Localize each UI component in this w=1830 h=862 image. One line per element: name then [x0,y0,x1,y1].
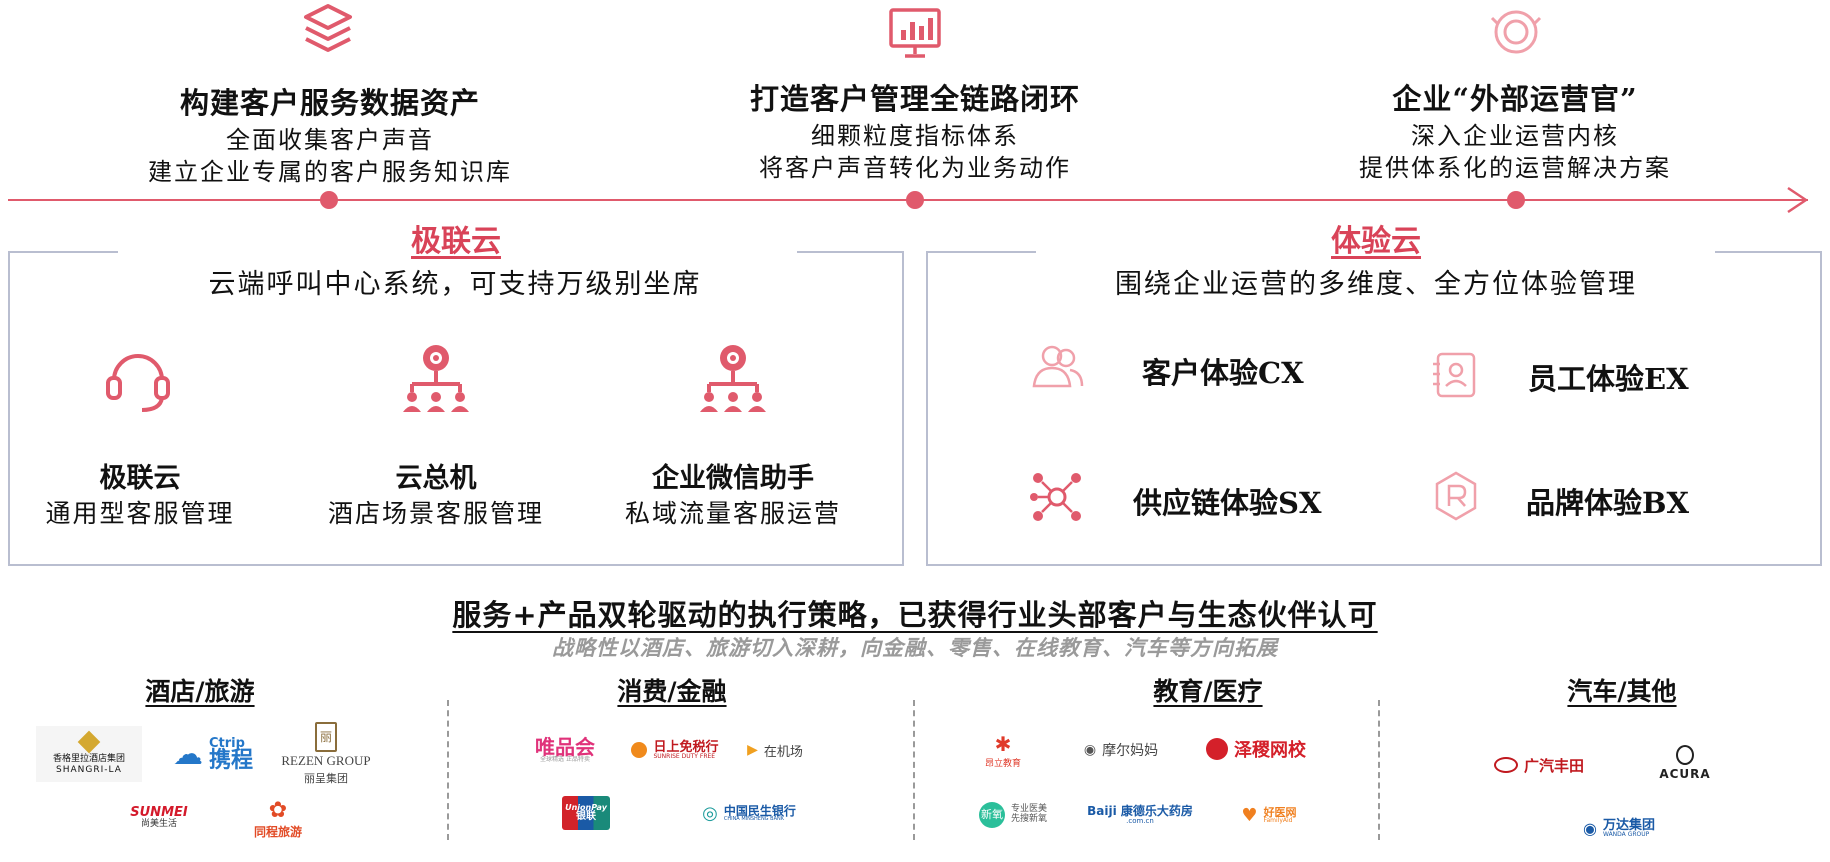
target-icon [1490,10,1542,54]
stage-line: 将客户声音转化为业务动作 [759,154,1071,182]
gac-toyota-logo: 广汽丰田 [1474,752,1604,778]
shangri-la-logo: 香格里拉酒店集团 SHANGRI-LA [36,726,142,782]
vip-logo: 唯品会 全球精选 正品特卖 [535,735,595,763]
panel-border [8,251,118,253]
timeline-dot [1507,191,1525,209]
left-panel [8,251,904,566]
panel-border [1715,251,1822,253]
moer-mama-logo: ◉ 摩尔妈妈 [1083,742,1159,759]
product-desc: 私域流量客服运营 [624,499,841,528]
layers-icon [304,4,352,52]
stage-title: 企业“外部运营官” [1392,82,1638,116]
dashed-divider [447,700,449,840]
brand-r-icon [1435,471,1477,521]
category-title: 酒店/旅游 [145,677,255,706]
zeji-wangxiao-logo: 泽稷网校 [1204,732,1308,766]
zaijichang-logo: ▶ 在机场 [747,742,803,760]
angli-logo: ✱ 昂立教育 [984,731,1021,769]
org-chart-icon [403,345,469,412]
stage-line: 深入企业运营内核 [1411,122,1619,150]
stage-line: 建立企业专属的客户服务知识库 [148,158,512,186]
summary-subtitle: 战略性以酒店、旅游切入深耕，向金融、零售、在线教育、汽车等方向拓展 [552,635,1278,660]
category-title: 消费/金融 [617,677,727,706]
timeline-dot [906,191,924,209]
id-card-icon [1433,352,1476,398]
category-title: 教育/医疗 [1153,677,1263,706]
stage-title: 构建客户服务数据资产 [179,86,480,120]
sunmei-logo: SUNMEI 尚美生活 [130,804,188,830]
wanda-logo: ◉ 万达集团 WANDA GROUP [1583,817,1655,838]
product-desc: 通用型客服管理 [45,499,235,528]
product-name: 云总机 [395,463,477,494]
rezen-logo: 丽 REZEN GROUP 丽呈集团 [276,722,376,786]
tongcheng-logo: ✿ 同程旅游 [253,798,302,839]
summary-title: 服务+产品双轮驱动的执行策略，已获得行业头部客户与生态伙伴认可 [452,598,1378,632]
product-name: 企业微信助手 [652,463,814,494]
experience-label: 员工体验EX [1528,362,1689,396]
product-name: 极联云 [99,463,181,494]
category-title: 汽车/其他 [1567,677,1677,706]
minsheng-bank-logo: ◎ 中国民生银行 CHINA MINSHENG BANK [702,802,796,824]
arrow-right-icon [1787,186,1808,214]
left-panel-title: 极联云 [411,224,501,259]
experience-label: 供应链体验SX [1133,486,1322,520]
soyoung-logo: 新氧 专业医美 先搜新氧 [978,798,1054,832]
experience-label: 品牌体验BX [1526,486,1690,520]
right-panel-subtitle: 围绕企业运营的多维度、全方位体验管理 [1115,269,1637,300]
headset-icon [106,354,170,412]
dashed-divider [913,700,915,840]
right-panel [926,251,1822,566]
baiji-pharmacy-logo: Baiji 康德乐大药房 .com.cn [1087,804,1193,825]
dashed-divider [1378,700,1380,840]
acura-logo: ACURA [1648,742,1722,784]
timeline-dot [320,191,338,209]
users-icon [1032,345,1084,388]
ctrip-logo: ☁ Ctrip 携程 [172,735,253,773]
stage-line: 提供体系化的运营解决方案 [1359,154,1671,182]
network-icon [1030,473,1081,521]
left-panel-subtitle: 云端呼叫中心系统，可支持万级别坐席 [208,269,702,300]
experience-label: 客户体验CX [1142,356,1304,390]
org-chart-icon [700,345,766,412]
sunrise-duty-free-logo: 日上免税行 SUNRISE DUTY FREE [622,732,728,768]
haoyi-logo: ♥ 好医网 FamilyAid [1241,804,1297,826]
stage-title: 打造客户管理全链路闭环 [749,82,1080,116]
product-desc: 酒店场景客服管理 [327,499,544,528]
unionpay-logo: UnionPay 银联 [562,796,610,830]
panel-border [797,251,904,253]
stage-line: 细颗粒度指标体系 [811,122,1019,150]
chart-screen-icon [889,8,941,58]
right-panel-title: 体验云 [1331,224,1421,259]
stage-line: 全面收集客户声音 [226,126,434,154]
panel-border [926,251,1036,253]
